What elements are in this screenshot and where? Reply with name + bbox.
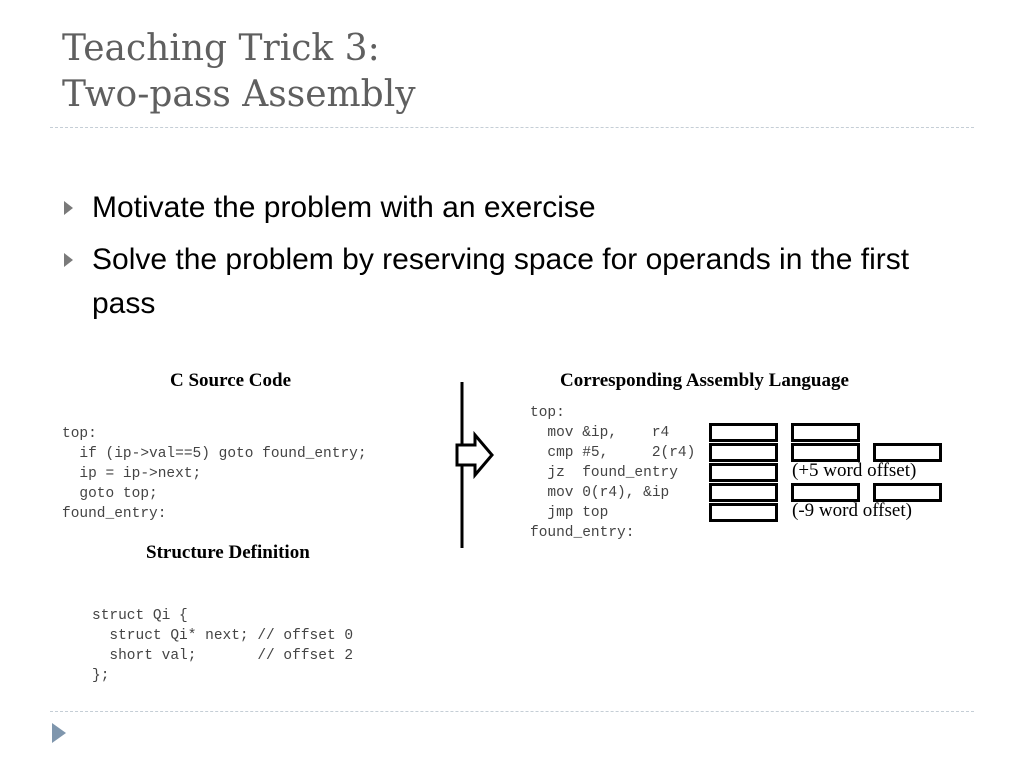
assembly-heading: Corresponding Assembly Language [560,370,849,391]
structure-definition-heading: Structure Definition [146,542,310,563]
operand-slot [709,503,778,522]
transform-arrow-icon [455,382,494,548]
slide-title-line-2: Two-pass Assembly [62,74,416,115]
bullet-triangle-icon [64,253,73,267]
operand-slot [873,443,942,462]
operand-slot [709,483,778,502]
title-divider [50,127,974,128]
c-source-code: top: if (ip->val==5) goto found_entry; i… [62,426,367,522]
operand-slot [709,443,778,462]
next-slide-triangle-icon[interactable] [52,723,66,743]
operand-slot [709,423,778,442]
bullet-item: Motivate the problem with an exercise [62,186,962,230]
footer-divider [50,711,974,712]
slide-title: Teaching Trick 3: Two-pass Assembly [62,26,416,118]
operand-slot [873,483,942,502]
backward-offset-label: (-9 word offset) [792,500,912,521]
slide-title-line-1: Teaching Trick 3: [62,28,380,69]
operand-slot [791,483,860,502]
assembly-code: top: mov &ip, r4 cmp #5, 2(r4) jz found_… [530,405,696,541]
bullet-triangle-icon [64,201,73,215]
forward-offset-label: (+5 word offset) [792,460,917,481]
bullet-item: Solve the problem by reserving space for… [62,238,962,326]
structure-definition-code: struct Qi { struct Qi* next; // offset 0… [92,608,354,684]
c-source-heading: C Source Code [170,370,292,391]
operand-slot [709,463,778,482]
operand-slot [791,443,860,462]
operand-slot [791,423,860,442]
bullet-text: Motivate the problem with an exercise [92,191,596,224]
bullet-list: Motivate the problem with an exercise So… [62,186,962,334]
bullet-text: Solve the problem by reserving space for… [92,243,910,320]
